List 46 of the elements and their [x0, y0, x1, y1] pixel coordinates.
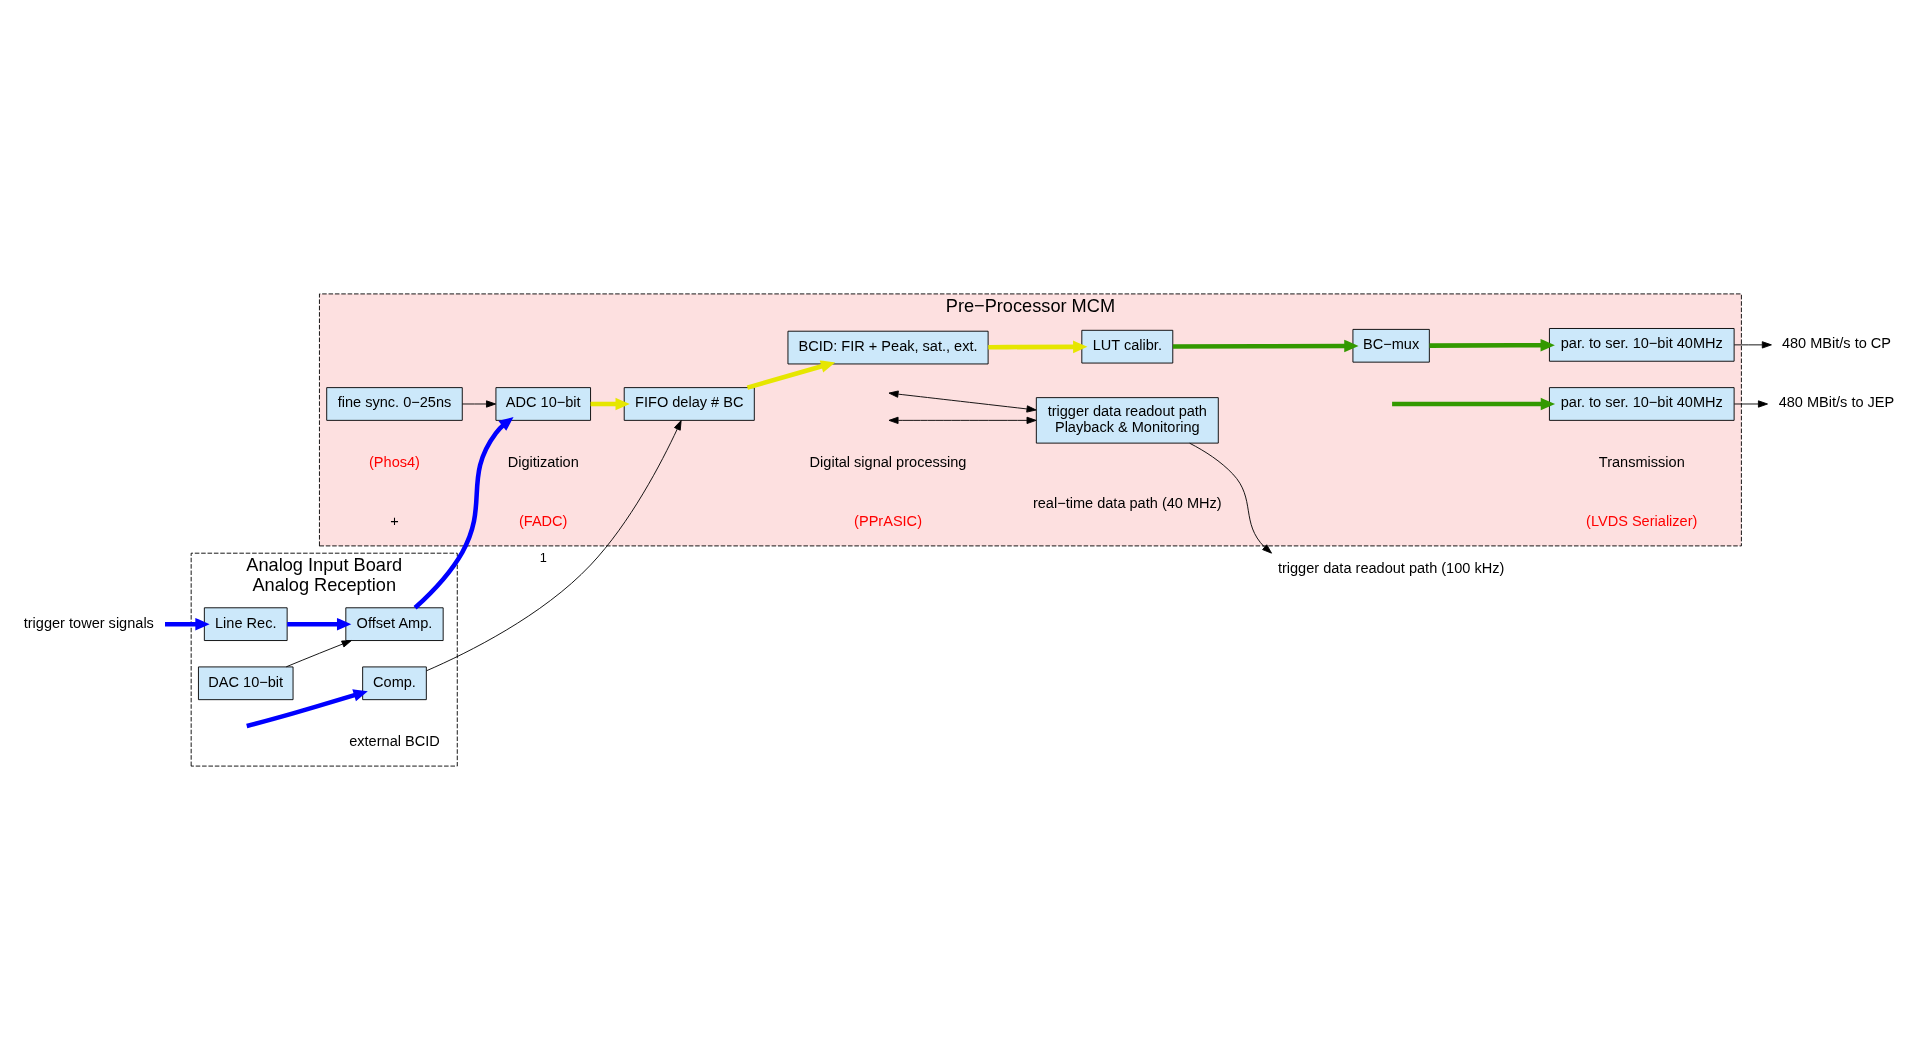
node-box: par. to ser. 10−bit 40MHz — [1548, 386, 1735, 421]
node-box: par. to ser. 10−bit 40MHz — [1548, 327, 1735, 362]
arrow — [1172, 339, 1359, 352]
arrow — [287, 617, 352, 630]
node-box: DAC 10−bit — [198, 665, 294, 700]
label: Transmission — [1598, 453, 1685, 470]
node-box: LUT calibr. — [1081, 329, 1174, 363]
arrow — [413, 416, 514, 609]
arrow — [590, 397, 630, 410]
label: Digitization — [507, 453, 579, 470]
arrow — [461, 399, 497, 408]
node-box: trigger data readout path Playback & Monitoring — [1035, 396, 1219, 444]
node-box: Comp. — [362, 665, 427, 700]
node-text: 480 MBit/s to JEP — [1778, 393, 1895, 410]
arrow — [1189, 442, 1272, 554]
node-box: Line Rec. — [203, 606, 288, 641]
arrow — [1392, 397, 1556, 410]
arrow — [888, 416, 1037, 424]
label: (FADC) — [518, 512, 568, 529]
node-text: 480 MBit/s to CP — [1781, 334, 1892, 351]
label: Digital signal processing — [809, 453, 967, 470]
arrow — [165, 617, 210, 630]
arrow — [888, 390, 1037, 413]
label: (LVDS Serializer) — [1586, 512, 1698, 529]
label: + — [390, 512, 399, 529]
label: external BCID — [349, 732, 440, 749]
node-box: FIFO delay # BC — [623, 386, 755, 421]
node-text: trigger tower signals — [23, 614, 154, 631]
node-box: BCID: FIR + Peak, sat., ext. — [787, 330, 989, 364]
arrow — [285, 639, 352, 667]
arrow — [1733, 399, 1768, 408]
arrow — [1733, 340, 1772, 348]
label: (PPrASIC) — [854, 512, 922, 529]
arrow — [1429, 338, 1555, 351]
edge-label: 1 — [539, 549, 547, 565]
node-box: Offset Amp. — [345, 606, 444, 641]
label: (Phos4) — [369, 453, 420, 470]
label: real−time data path (40 MHz) — [1032, 494, 1222, 511]
arrow — [426, 419, 682, 671]
node-box: BC−mux — [1352, 328, 1430, 363]
node-text: trigger data readout path (100 kHz) — [1277, 559, 1505, 576]
node-box: ADC 10−bit — [495, 386, 591, 421]
arrow — [246, 688, 368, 728]
arrow — [988, 340, 1088, 353]
node-box: fine sync. 0−25ns — [326, 386, 463, 421]
arrow — [746, 359, 836, 390]
